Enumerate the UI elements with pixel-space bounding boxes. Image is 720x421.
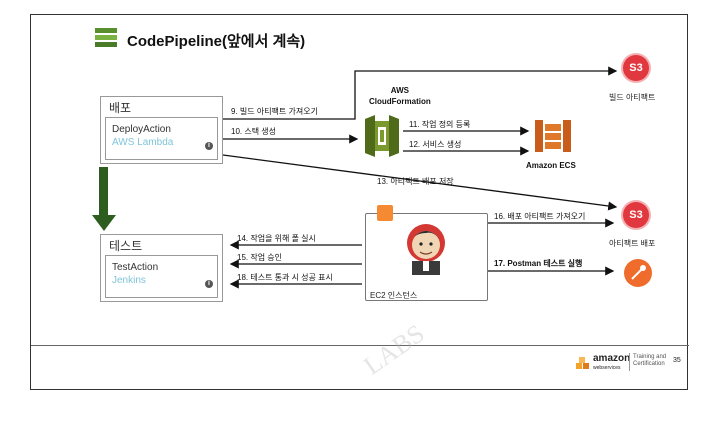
arrow-11-label: 11. 작업 정의 등록 — [409, 120, 471, 129]
slide: CodePipeline(앞에서 계속) 배포 DeployAction AWS… — [30, 14, 689, 390]
footer-divider — [31, 345, 689, 346]
s3-build-icon: S3 — [623, 55, 649, 81]
test-action-name: TestAction — [112, 262, 159, 273]
test-stage-title: 테스트 — [109, 239, 143, 253]
arrow-16-label: 16. 배포 아티팩트 가져오기 — [494, 212, 586, 221]
ecs-icon — [535, 120, 571, 152]
training-certification-label: Training and Certification — [633, 354, 667, 367]
arrow-12-label: 12. 서비스 생성 — [409, 140, 462, 149]
arrow-14-label: 14. 작업을 위해 폴 실시 — [237, 234, 316, 243]
footer-separator — [629, 353, 630, 371]
deploy-action-provider: AWS Lambda — [112, 137, 174, 148]
ec2-label: EC2 인스턴스 — [370, 291, 418, 300]
deploy-action-name: DeployAction — [112, 124, 171, 135]
info-icon: i — [205, 142, 213, 150]
aws-brand: amazon — [593, 353, 631, 364]
s3-deploy-label: 아티팩트 배포 — [609, 239, 656, 248]
page-number: 35 — [673, 357, 681, 364]
arrow-15-label: 15. 작업 승인 — [237, 253, 283, 262]
arrow-13-label: 13. 아티팩트 배포 저장 — [377, 177, 454, 186]
page-title: CodePipeline(앞에서 계속) — [127, 33, 306, 50]
s3-deploy-icon: S3 — [623, 202, 649, 228]
cloudformation-label: AWS CloudFormation — [369, 86, 431, 106]
deploy-action: DeployAction AWS Lambda i — [105, 117, 218, 160]
arrow-13 — [222, 154, 618, 211]
arrow-18-label: 18. 테스트 통과 시 성공 표시 — [237, 273, 333, 282]
arrow-9 — [223, 66, 618, 120]
arrow-10-label: 10. 스택 생성 — [231, 127, 277, 136]
test-action-provider: Jenkins — [112, 275, 146, 286]
s3-build-label: 빌드 아티팩트 — [609, 93, 656, 102]
test-action: TestAction Jenkins i — [105, 255, 218, 298]
ecs-label: Amazon ECS — [526, 161, 576, 170]
stage-transition-arrow — [92, 167, 116, 231]
cloudformation-icon — [365, 115, 399, 157]
info-icon: i — [205, 280, 213, 288]
deploy-stage: 배포 DeployAction AWS Lambda i — [100, 96, 223, 164]
deploy-stage-title: 배포 — [109, 101, 132, 115]
arrow-17-label: 17. Postman 테스트 실행 — [494, 259, 583, 268]
codepipeline-icon — [95, 28, 117, 47]
test-stage: 테스트 TestAction Jenkins i — [100, 234, 223, 302]
aws-brand-sub: webservices — [593, 365, 621, 371]
postman-icon — [624, 259, 652, 287]
aws-cubes-icon — [576, 357, 589, 369]
arrow-9-label: 9. 빌드 아티팩트 가져오기 — [231, 107, 318, 116]
ec2-instance-tag-icon — [377, 205, 393, 221]
arrows-layer — [222, 66, 618, 289]
jenkins-icon — [407, 224, 445, 275]
